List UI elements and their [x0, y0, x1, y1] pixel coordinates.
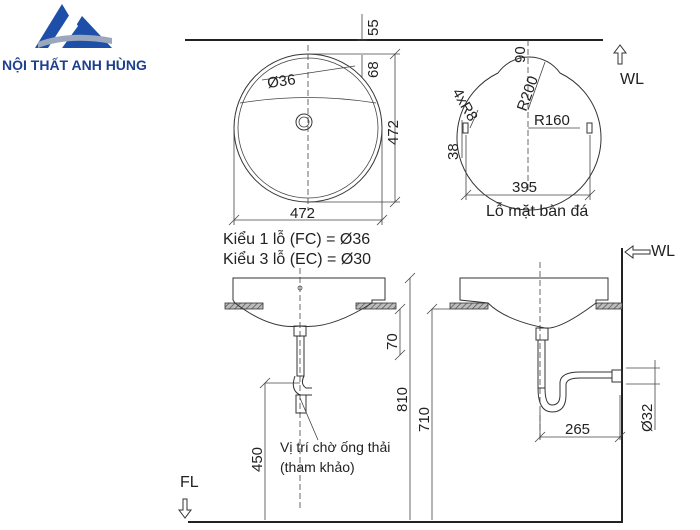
dim-hole-diameter: Ø36	[266, 71, 296, 92]
dim-90: 90	[512, 46, 529, 63]
logo-mark-icon	[35, 4, 112, 48]
basin-front	[232, 277, 386, 328]
dim-710: 710	[416, 407, 433, 432]
dim-450: 450	[249, 447, 266, 472]
brand-logo: NỘI THẤT ANH HÙNG	[2, 4, 147, 73]
drain-hole	[295, 113, 313, 131]
cutout-view: 90 R200 R160 4xR8 38 395 Lỗ mặt bàn đá W…	[445, 40, 644, 220]
hole-note-line1: Kiểu 1 lỗ (FC) = Ø36	[223, 229, 370, 248]
basin-bowl-edge	[239, 97, 377, 104]
dim-r160: R160	[534, 112, 570, 129]
wl-label-top: WL	[620, 71, 644, 88]
wl-arrow-icon	[613, 44, 627, 65]
top-view: 55 68 Ø36 472 472	[228, 14, 402, 226]
waste-note-line2: (tham khảo)	[280, 459, 355, 475]
wl-arrow-icon-side	[624, 245, 651, 259]
dim-265: 265	[565, 421, 590, 438]
dim-810: 810	[394, 387, 411, 412]
fl-label: FL	[180, 474, 199, 491]
dim-472-height: 472	[385, 120, 402, 145]
cutout-caption: Lỗ mặt bàn đá	[486, 201, 588, 220]
hole-note-line2: Kiểu 3 lỗ (EC) = Ø30	[223, 249, 371, 268]
dim-r200: R200	[514, 74, 542, 114]
fl-arrow-icon	[178, 498, 192, 519]
dim-68: 68	[365, 61, 382, 78]
dim-4xr8: 4xR8	[449, 86, 481, 125]
wl-label-side: WL	[651, 243, 675, 260]
dim-395: 395	[512, 179, 537, 196]
dim-70: 70	[384, 333, 401, 350]
cutout-outline	[456, 56, 602, 211]
dim-55: 55	[365, 19, 382, 36]
waste-note-line1: Vị trí chờ ống thải	[280, 439, 390, 455]
dim-32: Ø32	[639, 404, 656, 432]
dim-38: 38	[445, 143, 462, 160]
dim-472-width: 472	[290, 205, 315, 222]
front-view: 70 810 450 Vị trí chờ ống thải (tham khả…	[178, 268, 623, 523]
brand-name: NỘI THẤT ANH HÙNG	[2, 56, 147, 73]
side-view: WL 710 265 Ø32	[416, 243, 675, 522]
